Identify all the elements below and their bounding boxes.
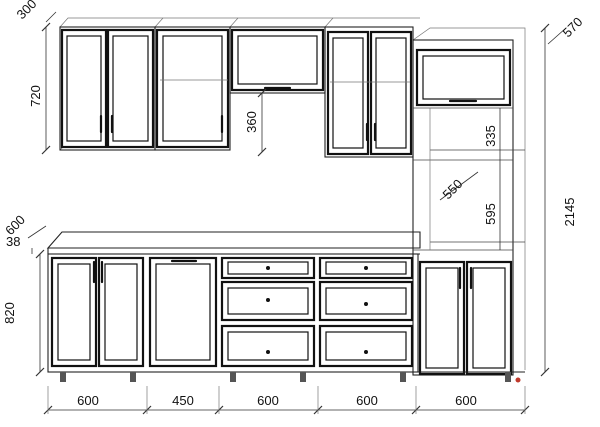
- upper-door: [106, 28, 155, 149]
- drawer-front: [318, 324, 414, 368]
- upper-door: [60, 28, 108, 149]
- hood-door: [230, 28, 325, 92]
- tall-top-door: [415, 48, 512, 107]
- dim-width-4: 600: [356, 393, 378, 408]
- knob-icon: [266, 266, 270, 270]
- base-cabinets: [47, 253, 525, 383]
- tall-cabinet: [412, 27, 526, 376]
- base-door: [148, 256, 218, 368]
- knob-icon: [266, 298, 270, 302]
- knob-icon: [364, 302, 368, 306]
- knob-icon: [266, 350, 270, 354]
- dim-countertop: 38: [6, 234, 20, 249]
- dim-width-1: 600: [77, 393, 99, 408]
- upper-door: [326, 30, 370, 156]
- leg-icon: [130, 372, 136, 382]
- leg-icon: [400, 372, 406, 382]
- leg-icon: [60, 372, 66, 382]
- leg-icon: [300, 372, 306, 382]
- upper-door: [155, 28, 230, 149]
- dim-tall-mid: 595: [483, 203, 498, 225]
- dim-upper-depth: 300: [14, 0, 40, 22]
- base-door: [97, 256, 145, 368]
- dim-hood-gap: 360: [244, 111, 259, 133]
- upper-door: [369, 30, 413, 156]
- leg-icon: [505, 372, 511, 382]
- dim-width-5: 600: [455, 393, 477, 408]
- dim-tall-depth: 570: [560, 14, 586, 40]
- dim-tall-niche: 335: [483, 125, 498, 147]
- knob-icon: [364, 350, 368, 354]
- tall-bottom-door: [418, 260, 466, 376]
- leg-icon: [230, 372, 236, 382]
- upper-cabinets: [59, 17, 420, 158]
- dim-base-height: 820: [2, 302, 17, 324]
- countertop: [46, 231, 421, 255]
- plinth-marker-icon: [515, 377, 521, 383]
- base-door: [50, 256, 98, 368]
- knob-icon: [364, 266, 368, 270]
- dim-tall-shelf: 550: [440, 176, 466, 202]
- tall-bottom-door: [465, 260, 513, 376]
- dim-width-3: 600: [257, 393, 279, 408]
- dim-upper-height: 720: [28, 85, 43, 107]
- dim-width-2: 450: [172, 393, 194, 408]
- dim-tall-height: 2145: [562, 198, 577, 227]
- drawer-front: [220, 324, 316, 368]
- dimension-lines: [27, 11, 567, 415]
